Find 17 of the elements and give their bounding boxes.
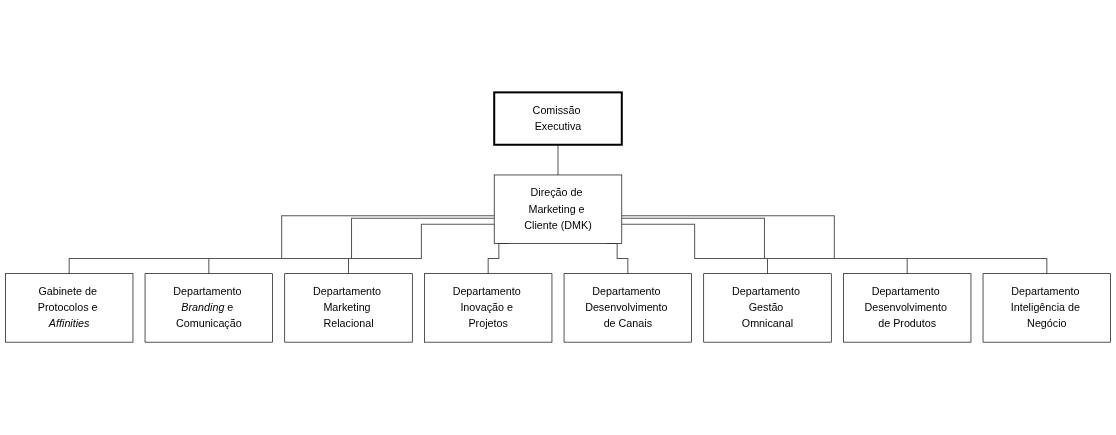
- node-box: Direção de Marketing e Cliente (DMK): [493, 174, 623, 245]
- node-box: Departamento Inteligência de Negócio: [982, 273, 1111, 343]
- connector: [208, 217, 495, 275]
- node-box: Departamento Marketing Relacional: [284, 273, 413, 343]
- node-box: Gabinete de Protocolos e Affinities: [5, 273, 134, 343]
- node-box: Departamento Desenvolvimento de Produtos: [843, 273, 972, 343]
- node-box: Departamento Inovação e Projetos: [424, 273, 553, 343]
- node-box: Comissão Executiva: [493, 91, 623, 146]
- connector: [621, 223, 768, 275]
- connector: [621, 215, 1048, 275]
- node-box: Departamento Branding e Comunicação: [144, 273, 273, 343]
- connector: [348, 223, 495, 275]
- connector: [68, 215, 495, 275]
- node-box: Departamento Gestão Omnicanal: [703, 273, 832, 343]
- connector: [557, 144, 559, 176]
- connector: [621, 217, 908, 275]
- node-box: Departamento Desenvolvimento de Canais: [563, 273, 692, 343]
